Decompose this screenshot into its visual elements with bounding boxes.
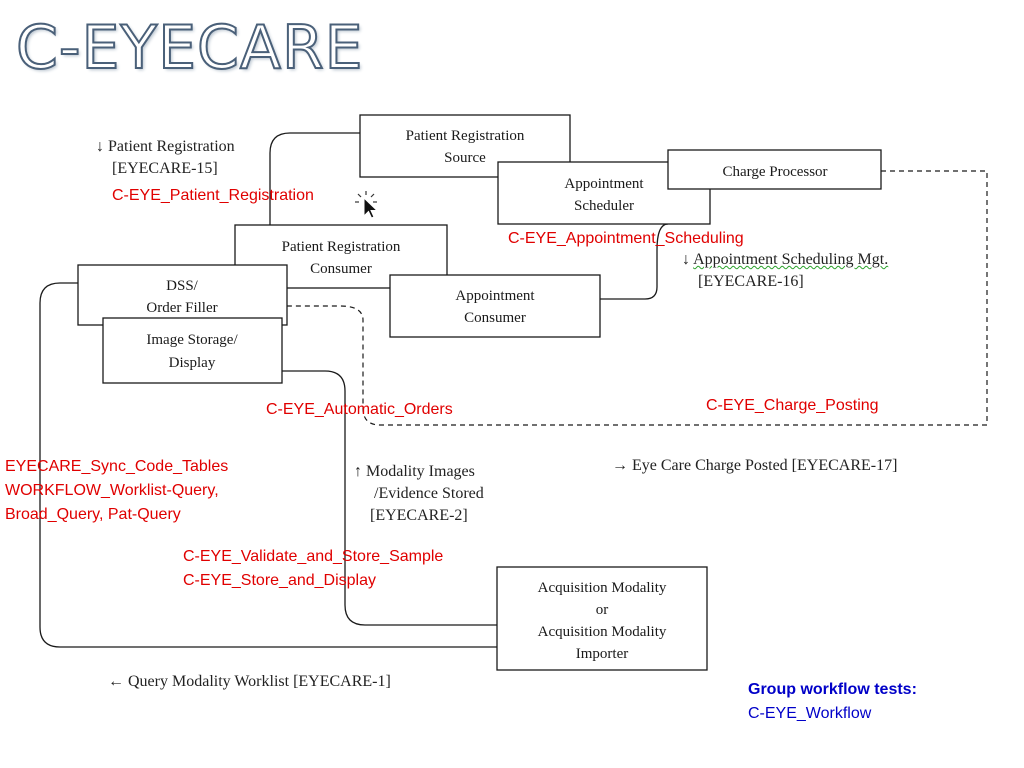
img-label-line2: Display bbox=[169, 355, 216, 371]
actor-box-charge-processor bbox=[667, 149, 882, 190]
connector-sched-appc bbox=[600, 223, 669, 300]
test-sync-line2: WORKFLOW_Worklist-Query, bbox=[5, 482, 219, 499]
acq-label-line2: or bbox=[596, 602, 609, 618]
test-sync-line3: Broad_Query, Pat-Query bbox=[5, 506, 181, 523]
connector-prs-prc bbox=[269, 132, 360, 225]
transaction-code: [EYECARE-15] bbox=[112, 160, 218, 177]
sched-label-line1: Appointment bbox=[564, 176, 644, 192]
test-store-list: C-EYE_Validate_and_Store_Sample C-EYE_St… bbox=[183, 545, 443, 593]
transaction-charge-posted: → Eye Care Charge Posted [EYECARE-17] bbox=[612, 455, 897, 477]
test-automatic-orders: C-EYE_Automatic_Orders bbox=[266, 401, 453, 418]
test-validate-store: C-EYE_Validate_and_Store_Sample bbox=[183, 548, 444, 565]
group-test-name: C-EYE_Workflow bbox=[748, 705, 872, 722]
charge-processor-label: Charge Processor bbox=[722, 164, 827, 180]
group-heading: Group workflow tests: bbox=[748, 681, 917, 698]
acq-label-line4: Importer bbox=[576, 646, 628, 662]
prs-label-line1: Patient Registration bbox=[406, 128, 525, 144]
dashed-charge-line bbox=[287, 170, 988, 426]
actor-box-acquisition-modality bbox=[496, 566, 708, 671]
transaction-modality-images: ↑ Modality Images /Evidence Stored [EYEC… bbox=[354, 461, 484, 527]
actor-box-dss-order-filler bbox=[77, 264, 288, 326]
dss-label-line1: DSS/ bbox=[166, 278, 199, 294]
dss-label-line2: Order Filler bbox=[146, 300, 217, 316]
mouse-cursor-icon bbox=[355, 191, 379, 219]
transaction-name: Patient Registration bbox=[108, 138, 235, 155]
left-arrow-icon: ← bbox=[108, 673, 124, 690]
group-workflow-tests: Group workflow tests: C-EYE_Workflow bbox=[748, 678, 917, 726]
prs-label-line2: Source bbox=[444, 150, 486, 166]
test-sync-line1: EYECARE_Sync_Code_Tables bbox=[5, 458, 229, 475]
appc-label-line1: Appointment bbox=[455, 288, 535, 304]
down-arrow-icon: ↓ bbox=[682, 251, 690, 268]
connector-dss-acq bbox=[39, 282, 497, 648]
test-store-display: C-EYE_Store_and_Display bbox=[183, 572, 376, 589]
connector-img-acq bbox=[282, 370, 497, 626]
transaction-query-worklist: ← Query Modality Worklist [EYECARE-1] bbox=[108, 671, 391, 693]
acq-label-line3: Acquisition Modality bbox=[538, 624, 667, 640]
transaction-name-line1: Modality Images bbox=[366, 463, 475, 480]
img-label-line1: Image Storage/ bbox=[146, 332, 238, 348]
sched-label-line2: Scheduler bbox=[574, 198, 634, 214]
transaction-name: Appointment Scheduling Mgt. bbox=[693, 251, 889, 268]
test-appointment-scheduling: C-EYE_Appointment_Scheduling bbox=[508, 230, 744, 247]
transaction-appointment-scheduling: ↓ Appointment Scheduling Mgt. [EYECARE-1… bbox=[682, 249, 888, 293]
prc-label-line2: Consumer bbox=[310, 261, 372, 277]
appc-label-line2: Consumer bbox=[464, 310, 526, 326]
slide-title: C-EYECARE bbox=[15, 13, 364, 83]
transaction-name: Eye Care Charge Posted [EYECARE-17] bbox=[632, 457, 898, 474]
actor-box-appointment-consumer bbox=[389, 274, 601, 338]
acq-label-line1: Acquisition Modality bbox=[538, 580, 667, 596]
test-charge-posting: C-EYE_Charge_Posting bbox=[706, 397, 879, 414]
prc-label-line1: Patient Registration bbox=[282, 239, 401, 255]
down-arrow-icon: ↓ bbox=[96, 138, 104, 155]
dashed-connectors bbox=[287, 170, 988, 426]
transaction-code: [EYECARE-2] bbox=[370, 507, 468, 524]
right-arrow-icon: → bbox=[612, 457, 628, 474]
actor-box-image-storage bbox=[102, 317, 283, 384]
transaction-name-line2: /Evidence Stored bbox=[374, 485, 484, 502]
test-sync-list: EYECARE_Sync_Code_Tables WORKFLOW_Workli… bbox=[5, 455, 228, 527]
transaction-name: Query Modality Worklist [EYECARE-1] bbox=[128, 673, 391, 690]
transaction-code: [EYECARE-16] bbox=[698, 273, 804, 290]
up-arrow-icon: ↑ bbox=[354, 463, 362, 480]
transaction-patient-registration: ↓ Patient Registration [EYECARE-15] bbox=[96, 136, 235, 180]
test-patient-registration: C-EYE_Patient_Registration bbox=[112, 187, 314, 204]
